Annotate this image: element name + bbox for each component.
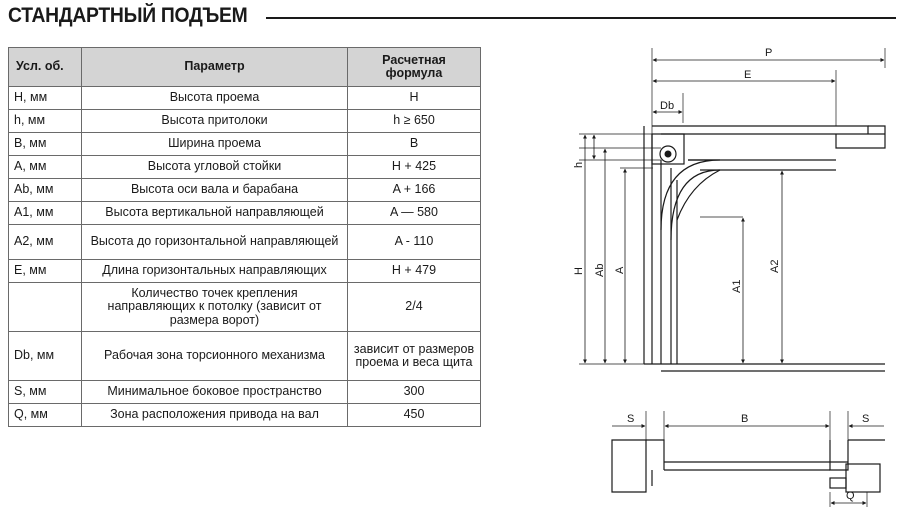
label-h: h	[573, 162, 585, 168]
label-S-right: S	[862, 413, 869, 425]
label-H: H	[573, 267, 585, 275]
cell-symbol: A1, мм	[8, 201, 82, 225]
cell-symbol: Ab, мм	[8, 178, 82, 202]
door-structure	[643, 125, 886, 372]
title-rule	[266, 17, 896, 19]
plan-view	[611, 411, 885, 507]
extension-lines	[579, 48, 886, 365]
label-Db: Db	[660, 100, 674, 112]
label-A: A	[614, 266, 626, 274]
cell-parameter: Высота притолоки	[81, 109, 348, 133]
table-row: H, мм Высота проема H	[8, 86, 481, 110]
cell-formula: 300	[347, 380, 481, 404]
cell-symbol: A2, мм	[8, 224, 82, 260]
table-row: Количество точек крепления направляющих …	[8, 282, 481, 332]
cell-parameter: Высота до горизонтальной направляющей	[81, 224, 348, 260]
table-row: Q, мм Зона расположения привода на вал 4…	[8, 403, 481, 427]
cell-symbol: B, мм	[8, 132, 82, 156]
header-formula: Расчетная формула	[347, 47, 481, 87]
label-Ab: Ab	[594, 264, 606, 277]
label-A2: A2	[769, 260, 781, 273]
cell-parameter: Рабочая зона торсионного механизма	[81, 331, 348, 381]
cell-parameter: Зона расположения привода на вал	[81, 403, 348, 427]
table-header-row: Усл. об. Параметр Расчетная формула	[8, 47, 481, 87]
cell-formula: A — 580	[347, 201, 481, 225]
label-B: B	[741, 413, 748, 425]
table-row: Ab, мм Высота оси вала и барабана A + 16…	[8, 178, 481, 202]
cell-symbol: H, мм	[8, 86, 82, 110]
cell-symbol: Q, мм	[8, 403, 82, 427]
table-row: S, мм Минимальное боковое пространство 3…	[8, 380, 481, 404]
plan-extension-lines	[645, 411, 868, 507]
label-S-left: S	[627, 413, 634, 425]
cell-parameter: Высота оси вала и барабана	[81, 178, 348, 202]
table-row: E, мм Длина горизонтальных направляющих …	[8, 259, 481, 283]
cell-formula: зависит от размеров проема и веса щита	[347, 331, 481, 381]
page-title: СТАНДАРТНЫЙ ПОДЪЕМ	[8, 4, 248, 27]
table-row: A2, мм Высота до горизонтальной направля…	[8, 224, 481, 260]
cell-parameter: Минимальное боковое пространство	[81, 380, 348, 404]
cell-formula: H + 479	[347, 259, 481, 283]
label-Q: Q	[846, 490, 855, 502]
cell-parameter: Высота проема	[81, 86, 348, 110]
plan-structure	[611, 439, 885, 493]
header-parameter: Параметр	[81, 47, 348, 87]
dimension-lines	[583, 58, 885, 364]
cell-formula: H	[347, 86, 481, 110]
cell-formula: A - 110	[347, 224, 481, 260]
cell-symbol: Db, мм	[8, 331, 82, 381]
table-row: Db, мм Рабочая зона торсионного механизм…	[8, 331, 481, 381]
side-elevation	[579, 48, 886, 372]
cell-formula: A + 166	[347, 178, 481, 202]
label-A1: A1	[731, 280, 743, 293]
label-P: P	[765, 47, 772, 59]
cell-parameter: Количество точек крепления направляющих …	[81, 282, 348, 332]
label-E: E	[744, 69, 751, 81]
shaft-drum	[659, 145, 677, 163]
table-row: A1, мм Высота вертикальной направляющей …	[8, 201, 481, 225]
cell-symbol: S, мм	[8, 380, 82, 404]
cell-parameter: Высота вертикальной направляющей	[81, 201, 348, 225]
plan-dimension-lines	[612, 424, 884, 505]
cell-formula: 450	[347, 403, 481, 427]
cell-formula: B	[347, 132, 481, 156]
parameters-table: Усл. об. Параметр Расчетная формула H, м…	[8, 47, 481, 427]
header-symbol: Усл. об.	[8, 47, 82, 87]
